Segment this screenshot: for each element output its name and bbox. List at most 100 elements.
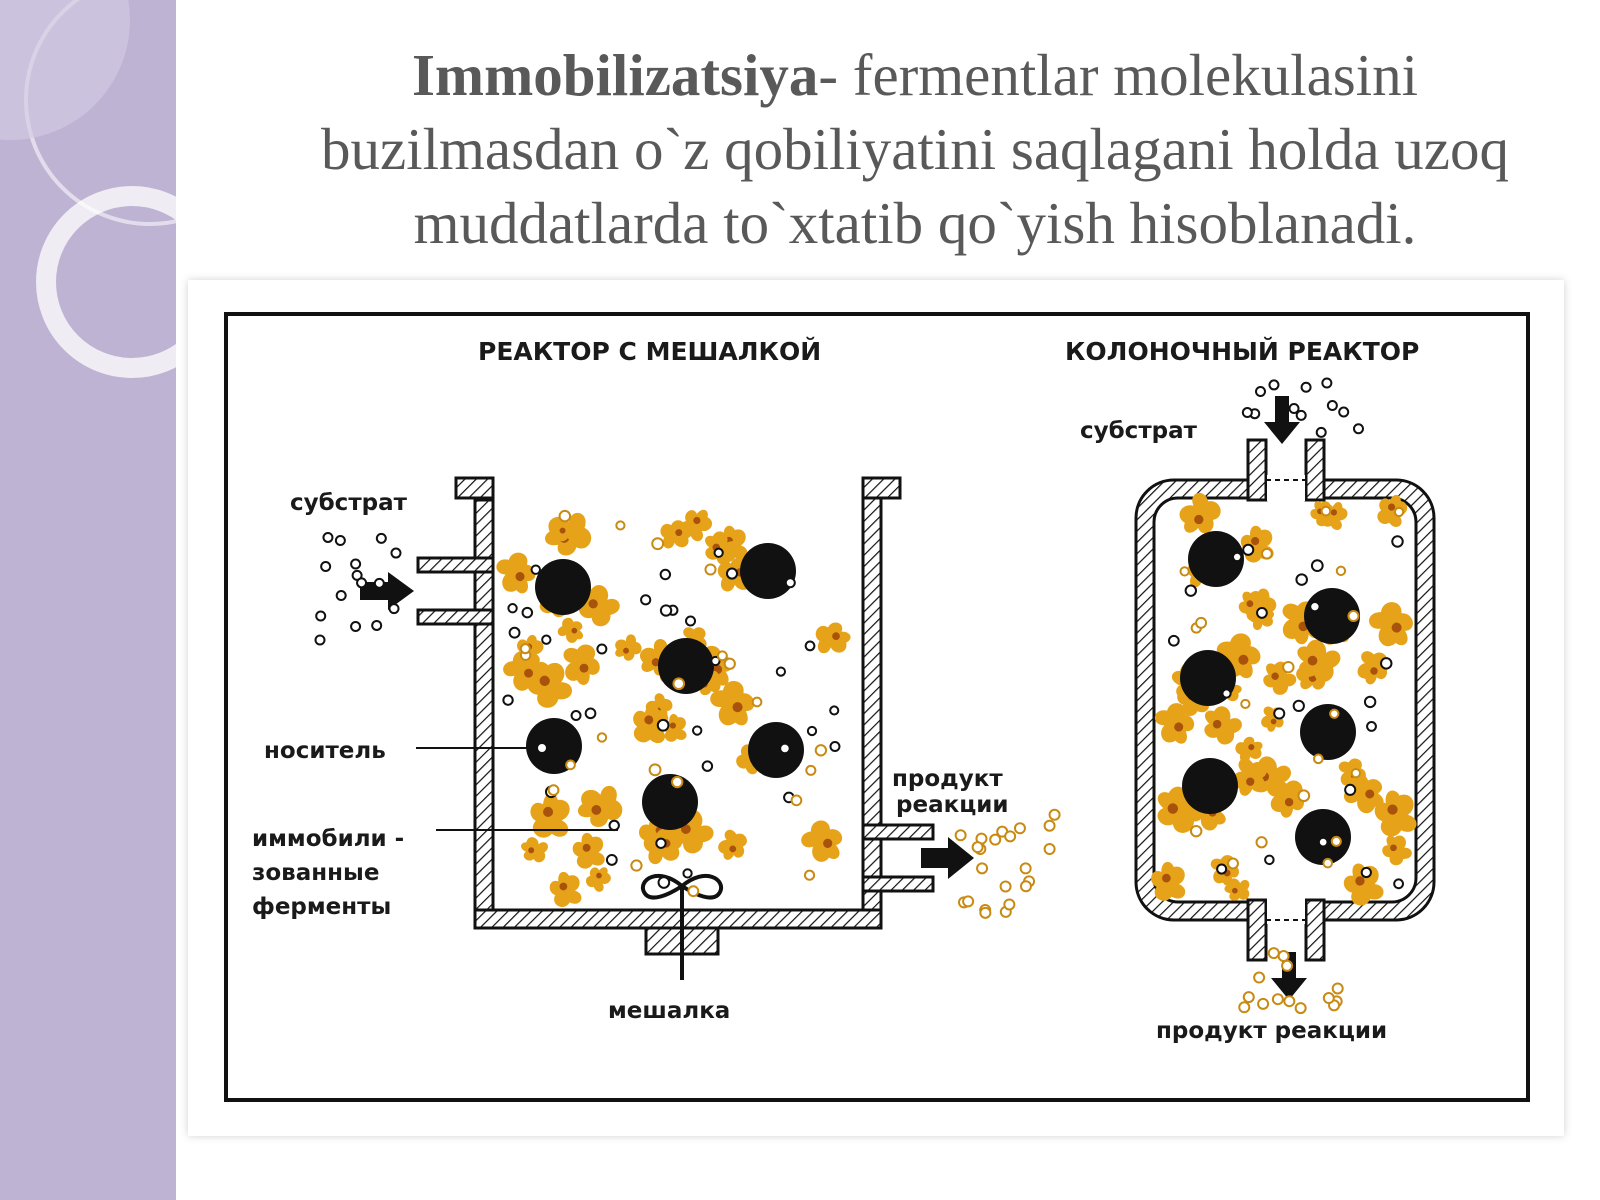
- molecule-circle: [1297, 789, 1311, 803]
- molecule-circle: [704, 563, 717, 576]
- molecule-circle: [1295, 409, 1307, 421]
- enzyme-particle: [528, 791, 572, 840]
- molecule-circle: [725, 567, 739, 580]
- molecule-circle: [1019, 880, 1032, 893]
- molecule-circle: [1322, 857, 1334, 869]
- molecule-circle: [530, 564, 542, 575]
- molecule-circle: [1347, 610, 1360, 623]
- molecule-circle: [1317, 836, 1329, 848]
- molecule-circle: [1004, 830, 1017, 843]
- molecule-circle: [335, 589, 347, 601]
- molecule-circle: [1330, 835, 1342, 847]
- molecule-circle: [1363, 695, 1377, 709]
- stirred-reactor-title: РЕАКТОР С МЕШАЛКОЙ: [478, 337, 821, 366]
- molecule-circle: [659, 604, 673, 617]
- molecule-circle: [672, 677, 686, 691]
- molecule-circle: [999, 880, 1012, 893]
- molecule-circle: [979, 906, 992, 919]
- molecule-circle: [388, 603, 400, 615]
- molecule-circle: [1231, 551, 1243, 563]
- molecule-circle: [605, 854, 618, 866]
- molecule-circle: [682, 868, 693, 879]
- molecule-circle: [596, 643, 608, 655]
- molecule-circle: [1391, 535, 1404, 548]
- substrate-label-left: субстрат: [290, 490, 408, 516]
- molecule-circle: [558, 509, 572, 523]
- enzyme-particle: [562, 643, 602, 687]
- molecule-circle: [790, 794, 803, 807]
- molecule-circle: [1331, 982, 1344, 995]
- molecule-circle: [565, 759, 576, 771]
- molecule-circle: [716, 650, 728, 662]
- molecule-circle: [1240, 698, 1251, 710]
- molecule-circle: [1267, 947, 1280, 960]
- molecule-circle: [1189, 824, 1203, 838]
- molecule-circle: [350, 621, 362, 633]
- molecule-circle: [806, 725, 818, 737]
- molecule-circle: [1264, 854, 1275, 866]
- molecule-circle: [1366, 720, 1377, 732]
- product-label-left-line-1: продукт: [892, 766, 1003, 792]
- molecule-circle: [1255, 836, 1268, 849]
- molecule-circle: [1282, 660, 1295, 674]
- molecule-circle: [687, 885, 700, 898]
- molecule-circle: [1315, 426, 1327, 438]
- enzyme-particle: [796, 814, 852, 870]
- slide-title: Immobilizatsiya- fermentlar molekulasini…: [290, 38, 1540, 260]
- molecule-circle: [1221, 688, 1232, 699]
- carrier-bead: [1188, 531, 1244, 587]
- molecule-circle: [356, 577, 368, 589]
- molecule-circle: [805, 764, 817, 776]
- title-term: Immobilizatsiya: [411, 42, 819, 108]
- molecule-circle: [1310, 559, 1324, 572]
- molecule-circle: [1277, 950, 1290, 963]
- carrier-bead: [642, 774, 698, 830]
- carrier-bead: [1300, 704, 1356, 760]
- molecule-circle: [1288, 403, 1300, 415]
- enzyme-particle: [548, 870, 583, 909]
- molecule-circle: [1322, 992, 1335, 1005]
- molecule-circle: [989, 833, 1002, 846]
- molecule-circle: [1309, 601, 1321, 613]
- carrier-label: носитель: [264, 738, 386, 764]
- molecule-circle: [640, 594, 652, 606]
- molecule-circle: [519, 643, 531, 655]
- molecule-circle: [814, 744, 828, 757]
- molecule-circle: [314, 634, 326, 646]
- decorative-circles: [0, 0, 180, 378]
- molecule-circle: [655, 837, 667, 849]
- molecule-circle: [1352, 423, 1364, 435]
- molecule-circle: [976, 862, 989, 875]
- diagram-frame: [224, 312, 1530, 1102]
- molecule-circle: [630, 859, 643, 872]
- molecule-circle: [547, 784, 560, 796]
- molecule-circle: [1179, 566, 1190, 577]
- molecule-circle: [723, 657, 736, 670]
- product-label-right: продукт реакции: [1156, 1018, 1387, 1044]
- molecule-circle: [371, 619, 383, 631]
- molecule-circle: [659, 568, 672, 581]
- molecule-circle: [829, 705, 840, 716]
- carrier-bead: [748, 722, 804, 778]
- column-inlet-arrow: [1264, 396, 1300, 444]
- enzyme-particle: [713, 826, 752, 866]
- substrate-label-right: субстрат: [1080, 418, 1198, 444]
- molecule-circle: [1195, 616, 1208, 629]
- molecule-circle: [1255, 385, 1267, 397]
- molecule-circle: [375, 532, 387, 544]
- molecule-circle: [671, 775, 684, 789]
- molecule-circle: [1393, 878, 1404, 890]
- molecule-circle: [1338, 406, 1350, 418]
- molecule-circle: [1268, 379, 1280, 391]
- column-reactor-title: КОЛОНОЧНЫЙ РЕАКТОР: [1065, 337, 1419, 366]
- molecule-circle: [1300, 381, 1312, 393]
- molecule-circle: [1013, 822, 1026, 835]
- carrier-bead: [535, 559, 591, 615]
- molecule-circle: [608, 819, 620, 832]
- molecule-circle: [701, 760, 714, 772]
- immobilized-label-line-2: зованные: [252, 860, 379, 886]
- enzyme-particle: [516, 833, 551, 867]
- enzyme-particle: [554, 613, 589, 648]
- molecule-circle: [1271, 993, 1284, 1006]
- substrate-inlet-arrow: [360, 572, 414, 610]
